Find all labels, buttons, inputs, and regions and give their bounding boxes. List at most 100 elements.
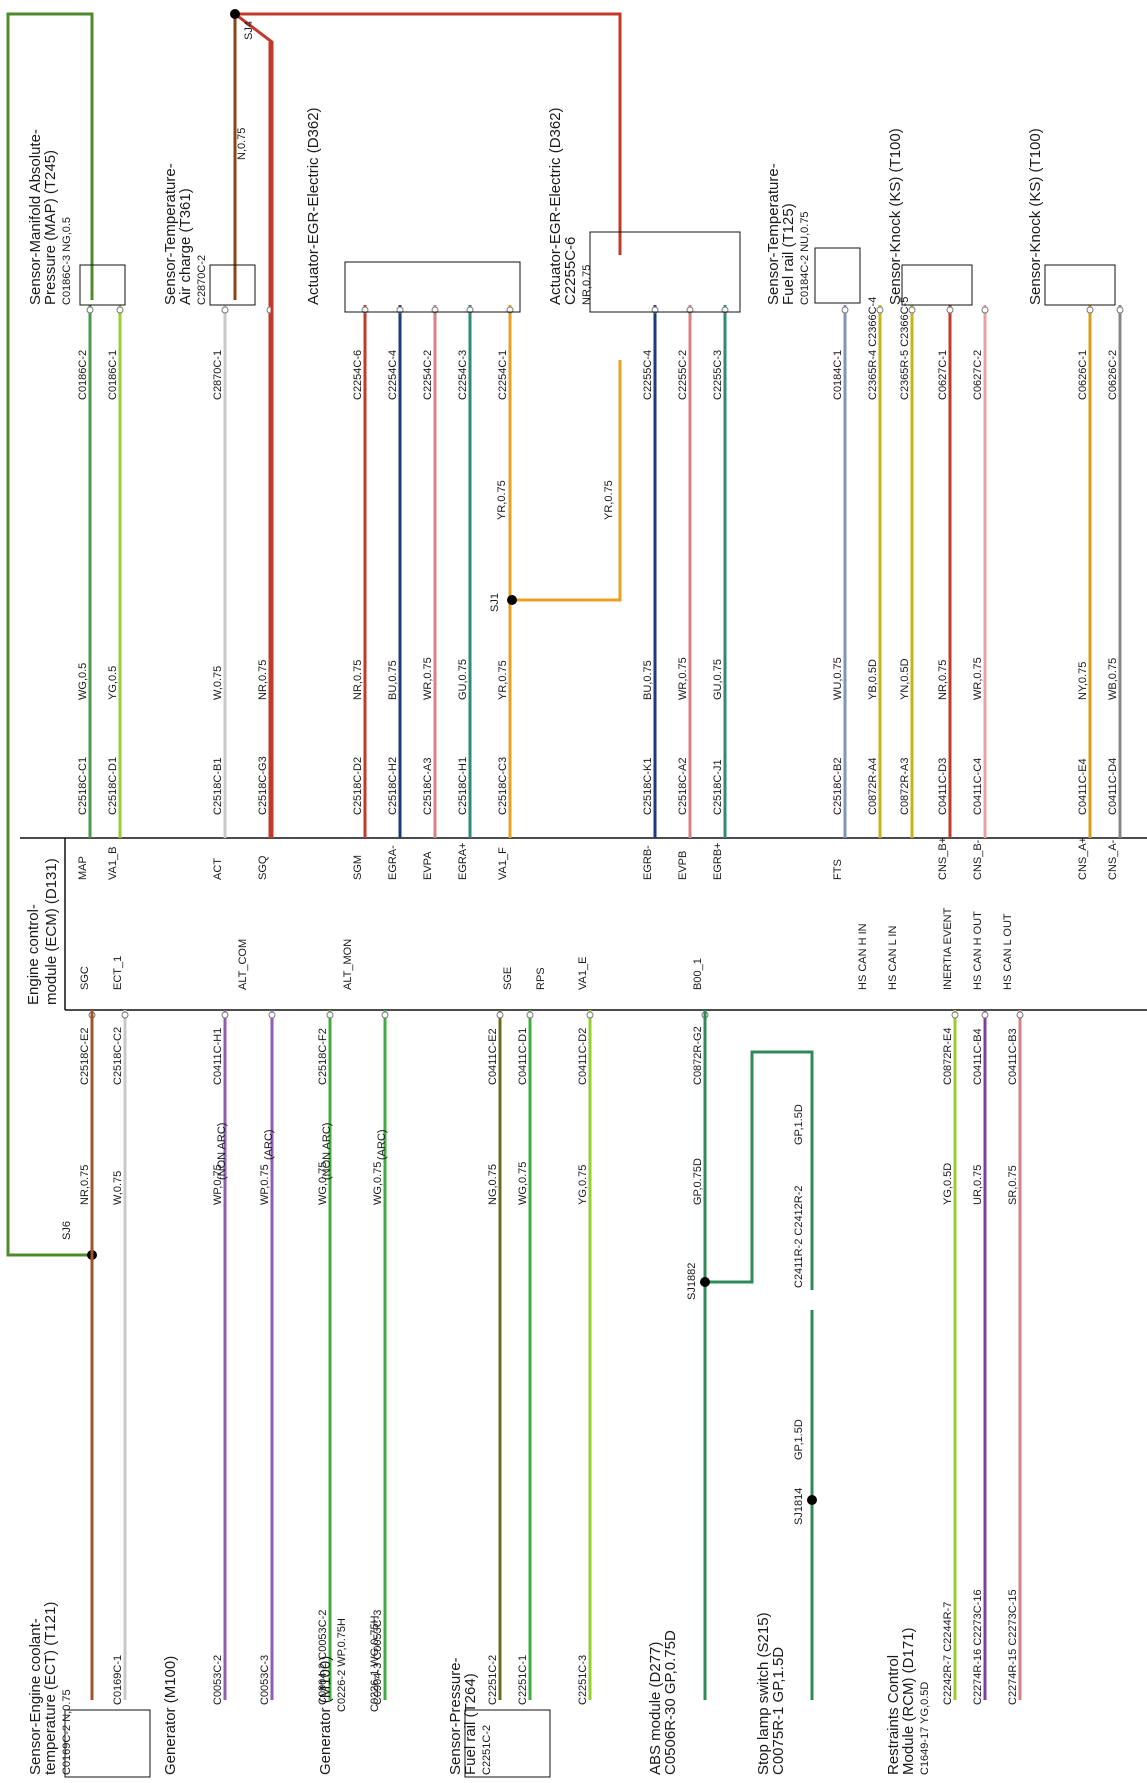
- ecm-pin-lower: HS CAN H IN: [857, 923, 869, 990]
- splice-sj1814: [807, 1495, 817, 1505]
- sj4-label: SJ4: [243, 21, 255, 40]
- bottom-wire-far-conn: C2251C-2: [487, 1655, 499, 1705]
- top-wire-far-conn: C2254C-1: [497, 350, 509, 400]
- bottom-wire-pin: [221, 1011, 229, 1019]
- bottom-component-conn: C0169C-2 N,0.75: [61, 1689, 73, 1775]
- ecm-pin-upper: EGRB-: [642, 845, 654, 880]
- top-wire-ecm-conn: C2518C-D2: [352, 757, 364, 815]
- top-wire-ecm-conn: C2518C-A2: [677, 758, 689, 815]
- top-wire-spec: YG,0.5: [107, 666, 119, 700]
- top-wire-far-conn: C0627C-2: [972, 350, 984, 400]
- top-component-title: Sensor-Temperature-: [162, 163, 179, 305]
- bottom-wire-far-conn: C2274R-15 C2273C-15: [1007, 1589, 1019, 1705]
- top-wire-spec: WR,0.75: [422, 657, 434, 700]
- ecm-pin-upper: CNS_A+: [1077, 837, 1089, 880]
- top-wire-pin: [1116, 306, 1124, 314]
- bottom-component-subtitle: Module (RCM) (D171): [900, 1627, 917, 1775]
- ecm-pin-upper: FTS: [832, 859, 844, 880]
- ecm-pin-lower: ALT_COM: [237, 939, 249, 990]
- ecm-pin-lower: RPS: [535, 967, 547, 990]
- bottom-wire-pin: [326, 1011, 334, 1019]
- top-wire-ecm-conn: C2518C-D1: [107, 757, 119, 815]
- top-wire-spec: WG,0.5: [77, 663, 89, 700]
- top-component-title: Sensor-Knock (KS) (T100): [1027, 128, 1044, 305]
- gp15d-b-label: GP,1.5D: [793, 1104, 805, 1145]
- bottom-wire-ecm-conn: C2518C-E2: [79, 1028, 91, 1085]
- top-wire-ecm-conn: C0872R-A4: [867, 758, 879, 815]
- bottom-wire-ecm-conn: C0411C-E2: [487, 1028, 499, 1085]
- bottom-wire-spec: NR,0.75: [79, 1165, 91, 1205]
- ecm-pin-lower: ALT_MON: [342, 939, 354, 990]
- top-wire-far-conn: C2365R-4 C2366C-4: [867, 297, 879, 400]
- top-component-title: Actuator-EGR-Electric (D362): [305, 107, 322, 305]
- bottom-component-subtitle: C0506R-30 GP,0.75D: [662, 1630, 679, 1775]
- non-arc-1: (NON ARC): [216, 1123, 228, 1180]
- top-wire-pin: [908, 306, 916, 314]
- component-boxes: [64, 231, 1116, 1778]
- top-component-conn: NR,0.75: [581, 265, 593, 305]
- top-wire-pin: [876, 306, 884, 314]
- arc-1: (ARC): [263, 1129, 275, 1160]
- top-component-title: Actuator-EGR-Electric (D362): [547, 107, 564, 305]
- bottom-wire-far-conn: C2242R-7 C2244R-7: [942, 1602, 954, 1705]
- bottom-wire-pin: [496, 1011, 504, 1019]
- top-wire-ecm-conn: C2518C-A3: [422, 758, 434, 815]
- ecm-pin-upper: VA1_F: [497, 847, 509, 880]
- top-wire-far-conn: C0186C-2: [77, 350, 89, 400]
- bottom-wire-pin: [981, 1011, 989, 1019]
- top-wire-far-conn: C0626C-1: [1077, 350, 1089, 400]
- top-wire-spec: WB,0.75: [1107, 658, 1119, 700]
- bottom-wire-pin: [381, 1011, 389, 1019]
- splice-network: SJ6 SJ4 N,0.75 SJ1 YR,0.75 YR,0.75 SJ188…: [6, 9, 817, 1712]
- top-wire-pin: [946, 306, 954, 314]
- bottom-component-title: Generator (M100): [317, 1656, 334, 1775]
- bottom-component-title: Generator (M100): [162, 1656, 179, 1775]
- bottom-component-title: Restraints Control: [885, 1655, 902, 1775]
- bottom-wire-pin: [586, 1011, 594, 1019]
- bottom-wire-far-conn: C2274R-16 C2273C-16: [972, 1589, 984, 1705]
- gen2-wp: C0226-2 WP,0.75H: [336, 1618, 348, 1712]
- bottom-wire-ecm-conn: C2518C-F2: [317, 1028, 329, 1085]
- top-wire-far-conn: C2254C-2: [422, 350, 434, 400]
- gp15d-a-label: GP,1.5D: [793, 1419, 805, 1460]
- top-wire-spec: WR,0.75: [677, 657, 689, 700]
- bottom-component-conn: C1649-17 YG,0.5D: [919, 1682, 931, 1775]
- top-wire-spec: YR,0.75: [497, 660, 509, 700]
- top-wire-pin: [86, 306, 94, 314]
- top-wire-ecm-conn: C0411C-C4: [972, 758, 984, 815]
- yr075b-label: YR,0.75: [496, 480, 508, 520]
- top-component-conn: C2870C-2: [196, 255, 208, 305]
- bottom-wire-far-conn: C0169C-1: [112, 1655, 124, 1705]
- top-component-title: Sensor-Knock (KS) (T100): [887, 128, 904, 305]
- bottom-wire-spec: WG,0.75: [517, 1162, 529, 1205]
- top-wire-far-conn: C2254C-3: [457, 350, 469, 400]
- top-wire-bundle: C2518C-C1WG,0.5C0186C-2C2518C-D1YG,0.5C0…: [77, 42, 1124, 838]
- top-wire-ecm-conn: C2518C-C1: [77, 757, 89, 815]
- bottom-component-title: Stop lamp switch (S215): [755, 1612, 772, 1775]
- bottom-wire-pin: [268, 1011, 276, 1019]
- top-wire-ecm-conn: C2518C-H2: [387, 757, 399, 815]
- top-component-subtitle: C2255C-6: [562, 237, 579, 305]
- top-wire-ecm-conn: C2518C-C3: [497, 757, 509, 815]
- bottom-wire-pin: [1016, 1011, 1024, 1019]
- top-wire-ecm-conn: C2518C-B1: [212, 758, 224, 815]
- bottom-component-subtitle: C0075R-1 GP,1.5D: [770, 1647, 787, 1775]
- ecm-pin-upper: EGRA+: [457, 842, 469, 880]
- top-wire-spec: WR,0.75: [972, 657, 984, 700]
- bottom-wire-spec: YG,0.5D: [942, 1163, 954, 1205]
- bottom-wire-bundle: C2518C-E2NR,0.75C2518C-C2W,0.75C0169C-1C…: [79, 1010, 1024, 1705]
- bottom-wire-spec: WG,0.75: [372, 1162, 384, 1205]
- bottom-component-conn: C2251C-2: [481, 1725, 493, 1775]
- bottom-component-labels: Sensor-Engine coolant-temperature (ECT) …: [27, 1602, 931, 1775]
- bottom-wire-far-conn: C0904-2 C0053C-2: [317, 1610, 329, 1705]
- sj1814-label: SJ1814: [793, 1488, 805, 1525]
- top-wire-far-conn: C2255C-2: [677, 350, 689, 400]
- top-wire-ecm-conn: C0411C-E4: [1077, 758, 1089, 815]
- bottom-wire-spec: GP,0.75D: [692, 1158, 704, 1205]
- ecm-pin-upper: ACT: [212, 858, 224, 880]
- bottom-wire-ecm-conn: C0872R-G2: [692, 1026, 704, 1085]
- ecm-pin-lower: HS CAN L OUT: [1002, 913, 1014, 990]
- bottom-wire-ecm-conn: C0411C-D2: [577, 1028, 589, 1085]
- sj6-label: SJ6: [61, 1221, 73, 1240]
